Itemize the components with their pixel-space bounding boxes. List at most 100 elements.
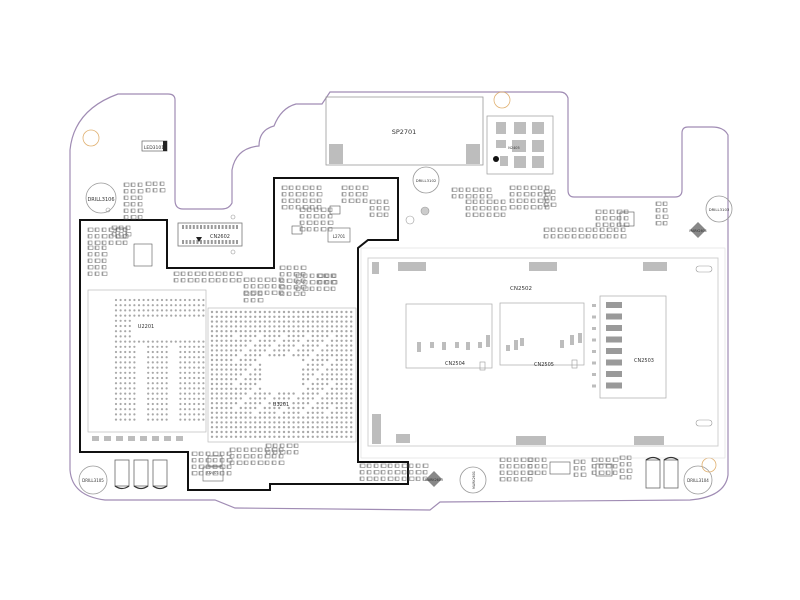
u2201-ball xyxy=(188,408,191,411)
passive-pad xyxy=(384,200,386,204)
u2201-ball xyxy=(124,319,127,322)
u3201-ball xyxy=(326,430,329,434)
u3201-ball xyxy=(215,392,218,395)
passive-pad xyxy=(124,209,126,213)
passive-pad xyxy=(279,461,281,465)
u3201-ball xyxy=(292,416,295,419)
u3201-ball xyxy=(340,320,343,323)
passive-pad xyxy=(356,192,358,196)
u3201-ball xyxy=(220,334,223,338)
passive-pad xyxy=(607,234,609,238)
passive-pad xyxy=(301,292,303,296)
u2201-ball xyxy=(183,371,187,374)
u2201-ball xyxy=(114,413,118,416)
u2201-ball xyxy=(202,402,205,406)
u3201-ball xyxy=(326,406,329,410)
passive-pad xyxy=(494,200,496,204)
u3201-ball xyxy=(282,402,286,405)
u2201-ball xyxy=(183,382,187,385)
u2201-ball xyxy=(147,392,150,395)
passive-pad xyxy=(195,278,197,282)
u3201-ball xyxy=(210,421,214,424)
u3201-ball xyxy=(316,344,319,347)
passive-pad xyxy=(388,477,390,481)
u2201-ball xyxy=(151,298,154,302)
u3201-ball xyxy=(350,334,353,338)
passive-pad xyxy=(542,471,544,475)
u3201-ball xyxy=(340,435,343,438)
passive-pad xyxy=(416,477,418,481)
u2201-ball xyxy=(119,397,122,400)
u2201-ball xyxy=(193,309,196,312)
passive-pad xyxy=(409,477,411,481)
u3201-ball xyxy=(335,411,338,414)
u3201-ball xyxy=(278,392,281,395)
u3201-ball xyxy=(340,373,343,376)
u2201-ball xyxy=(128,350,131,354)
passive-pad xyxy=(310,192,312,196)
cn2602-pin xyxy=(203,225,206,229)
u3201-ball xyxy=(302,373,305,376)
u3201-ball xyxy=(335,426,338,429)
cn2503-side-pad xyxy=(592,338,596,342)
u3201-ball xyxy=(316,330,319,333)
passive-pad xyxy=(95,259,97,263)
u3201-ball xyxy=(210,349,214,352)
u3201-ball xyxy=(268,416,271,419)
u2201-ball xyxy=(165,309,168,312)
passive-pad xyxy=(542,458,544,462)
u3201-ball xyxy=(345,330,348,333)
passive-pad xyxy=(112,226,114,230)
u3201-ball xyxy=(350,392,353,395)
u3201-ball xyxy=(316,426,319,429)
u3201-ball xyxy=(244,334,247,338)
u3201-ball xyxy=(220,325,223,328)
u3201-ball xyxy=(239,325,242,328)
passive-pad xyxy=(596,223,598,227)
u3201-ball xyxy=(210,320,214,323)
u2201-ball xyxy=(133,376,136,380)
u2201-ball xyxy=(179,298,182,302)
passive-pad xyxy=(621,228,623,232)
u2201-ball xyxy=(170,314,173,317)
u3201-ball xyxy=(254,373,257,376)
passive-pad xyxy=(321,221,323,225)
passive-pad xyxy=(109,234,111,238)
u2201-ball xyxy=(133,345,136,348)
u3201-ball xyxy=(278,430,281,434)
u3201-ball xyxy=(311,406,314,410)
passive-pad xyxy=(544,203,546,207)
u2201-ball xyxy=(183,356,187,359)
passive-pad xyxy=(507,477,509,481)
u3201-ball xyxy=(278,330,281,333)
u2201-ball xyxy=(165,387,168,390)
u3201-ball xyxy=(273,310,276,314)
passive-pad xyxy=(244,448,246,452)
u3201-ball xyxy=(282,344,286,347)
u3201-ball xyxy=(239,358,242,362)
u3201-ball xyxy=(340,416,343,419)
passive-pad xyxy=(384,206,386,210)
svg-text:CN2503: CN2503 xyxy=(634,358,654,364)
u3201-ball xyxy=(230,310,233,314)
cn2602-pin xyxy=(232,225,235,229)
passive-pad xyxy=(116,234,118,238)
svg-text:DRILL3102: DRILL3102 xyxy=(416,178,437,183)
u3201-ball xyxy=(330,392,334,395)
drill-3105: DRILL3105 xyxy=(78,465,108,495)
u3201-ball xyxy=(316,334,319,338)
u2201-ball xyxy=(128,392,131,395)
passive-pad xyxy=(558,234,560,238)
u2201-ball xyxy=(124,350,127,354)
cn2602-pin xyxy=(236,225,238,229)
drill-ring-right xyxy=(701,457,717,473)
cn2602-pin xyxy=(210,240,213,244)
small-ic xyxy=(549,461,571,475)
u2201-ball xyxy=(165,413,168,416)
u2201-ball xyxy=(160,350,164,354)
u3201-ball xyxy=(239,339,242,342)
u3201-ball xyxy=(287,421,290,424)
passive-pad xyxy=(531,205,533,209)
passive-pad xyxy=(581,466,583,470)
passive-pad xyxy=(614,234,616,238)
